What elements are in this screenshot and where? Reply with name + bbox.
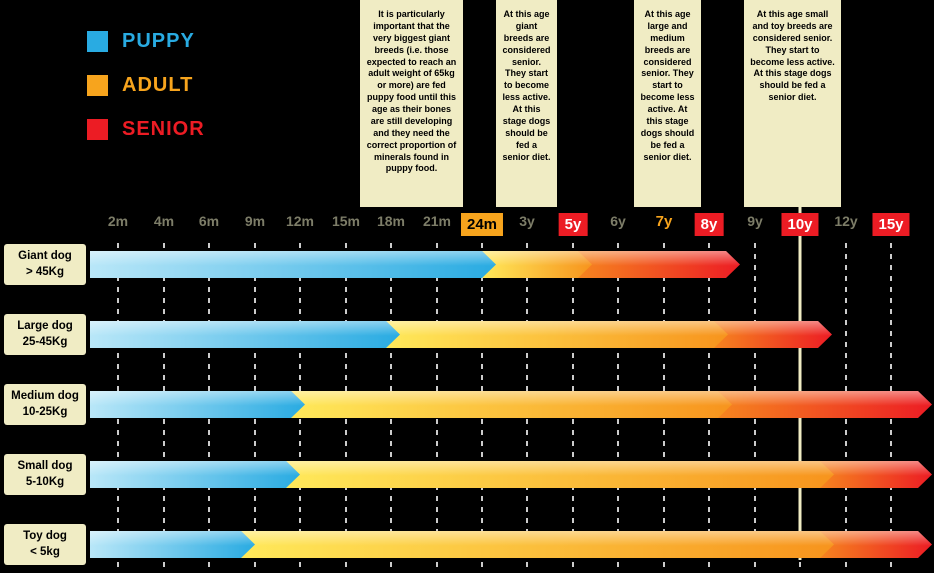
row-weight: 25-45Kg	[22, 335, 68, 348]
bar-toy-dog-senior	[820, 531, 932, 558]
bar-small-dog-puppy	[90, 461, 300, 488]
axis-label-21m: 21m	[422, 213, 452, 229]
bar-medium-dog-adult	[291, 391, 732, 418]
row-medium-dog: Medium dog 10-25Kg	[0, 384, 934, 425]
bar-large-dog-puppy	[90, 321, 400, 348]
axis-label-8y: 8y	[694, 213, 724, 236]
legend-item-adult: ADULT	[87, 74, 205, 96]
axis-label-15y: 15y	[872, 213, 910, 236]
bar-giant-dog-senior	[578, 251, 740, 278]
puppy-swatch-icon	[87, 30, 108, 52]
axis-label-10y: 10y	[781, 213, 819, 236]
row-name: Large dog	[17, 319, 73, 332]
axis-label-5y: 5y	[558, 213, 588, 236]
callout-5y: At this age giant breeds are considered …	[496, 0, 557, 207]
row-large-dog: Large dog 25-45Kg	[0, 314, 934, 355]
callout-8y-text: At this age large and medium breeds are …	[640, 9, 695, 162]
axis-label-24m: 24m	[460, 213, 504, 236]
row-label-large-dog: Large dog 25-45Kg	[4, 314, 86, 355]
row-label-toy-dog: Toy dog < 5kg	[4, 524, 86, 565]
senior-swatch-icon	[87, 118, 108, 140]
row-weight: 10-25Kg	[22, 405, 68, 418]
axis-label-3y: 3y	[519, 213, 535, 229]
adult-swatch-icon	[87, 74, 108, 96]
row-label-medium-dog: Medium dog 10-25Kg	[4, 384, 86, 425]
bar-giant-dog-puppy	[90, 251, 496, 278]
highlight-line-10y	[798, 207, 802, 560]
axis-label-6m: 6m	[198, 213, 220, 229]
callout-24m-text: It is particularly important that the ve…	[366, 9, 457, 174]
legend-label-adult: ADULT	[122, 73, 194, 96]
callout-24m: It is particularly important that the ve…	[360, 0, 463, 207]
axis-label-4m: 4m	[153, 213, 175, 229]
axis-label-7y: 7y	[655, 213, 673, 230]
bar-medium-dog-puppy	[90, 391, 305, 418]
legend-label-senior: SENIOR	[122, 117, 205, 140]
axis-label-2m: 2m	[107, 213, 129, 229]
row-label-small-dog: Small dog 5-10Kg	[4, 454, 86, 495]
axis-label-9m: 9m	[244, 213, 266, 229]
row-giant-dog: Giant dog > 45Kg	[0, 244, 934, 285]
bar-toy-dog-puppy	[90, 531, 255, 558]
legend-item-puppy: PUPPY	[87, 30, 205, 52]
bar-giant-dog-adult	[482, 251, 592, 278]
row-label-giant-dog: Giant dog > 45Kg	[4, 244, 86, 285]
bar-small-dog-senior	[820, 461, 932, 488]
axis-label-12y: 12y	[834, 213, 858, 229]
callout-5y-text: At this age giant breeds are considered …	[502, 9, 551, 162]
axis-label-9y: 9y	[747, 213, 763, 229]
axis-label-18m: 18m	[376, 213, 406, 229]
legend-item-senior: SENIOR	[87, 118, 205, 140]
bar-large-dog-senior	[714, 321, 832, 348]
bar-toy-dog-adult	[241, 531, 834, 558]
bar-small-dog-adult	[286, 461, 834, 488]
axis-label-15m: 15m	[331, 213, 361, 229]
row-weight: > 45Kg	[25, 265, 65, 278]
bar-medium-dog-senior	[718, 391, 932, 418]
row-weight: 5-10Kg	[25, 475, 65, 488]
age-axis: 2m 4m 6m 9m 12m 15m 18m 21m 24m 3y 5y 6y 7y 8y 9y 10y 12…	[0, 209, 934, 241]
legend-label-puppy: PUPPY	[122, 29, 195, 52]
row-name: Giant dog	[18, 249, 72, 262]
row-weight: < 5kg	[30, 545, 60, 558]
callout-10y: At this age small and toy breeds are con…	[744, 0, 841, 207]
axis-label-6y: 6y	[610, 213, 626, 229]
row-toy-dog: Toy dog < 5kg	[0, 524, 934, 565]
callout-8y: At this age large and medium breeds are …	[634, 0, 701, 207]
row-small-dog: Small dog 5-10Kg	[0, 454, 934, 495]
bar-large-dog-adult	[386, 321, 728, 348]
axis-label-12m: 12m	[285, 213, 315, 229]
row-name: Toy dog	[23, 529, 67, 542]
legend: PUPPY ADULT SENIOR	[87, 30, 205, 162]
row-name: Small dog	[17, 459, 73, 472]
callout-10y-text: At this age small and toy breeds are con…	[750, 9, 835, 103]
row-name: Medium dog	[11, 389, 79, 402]
